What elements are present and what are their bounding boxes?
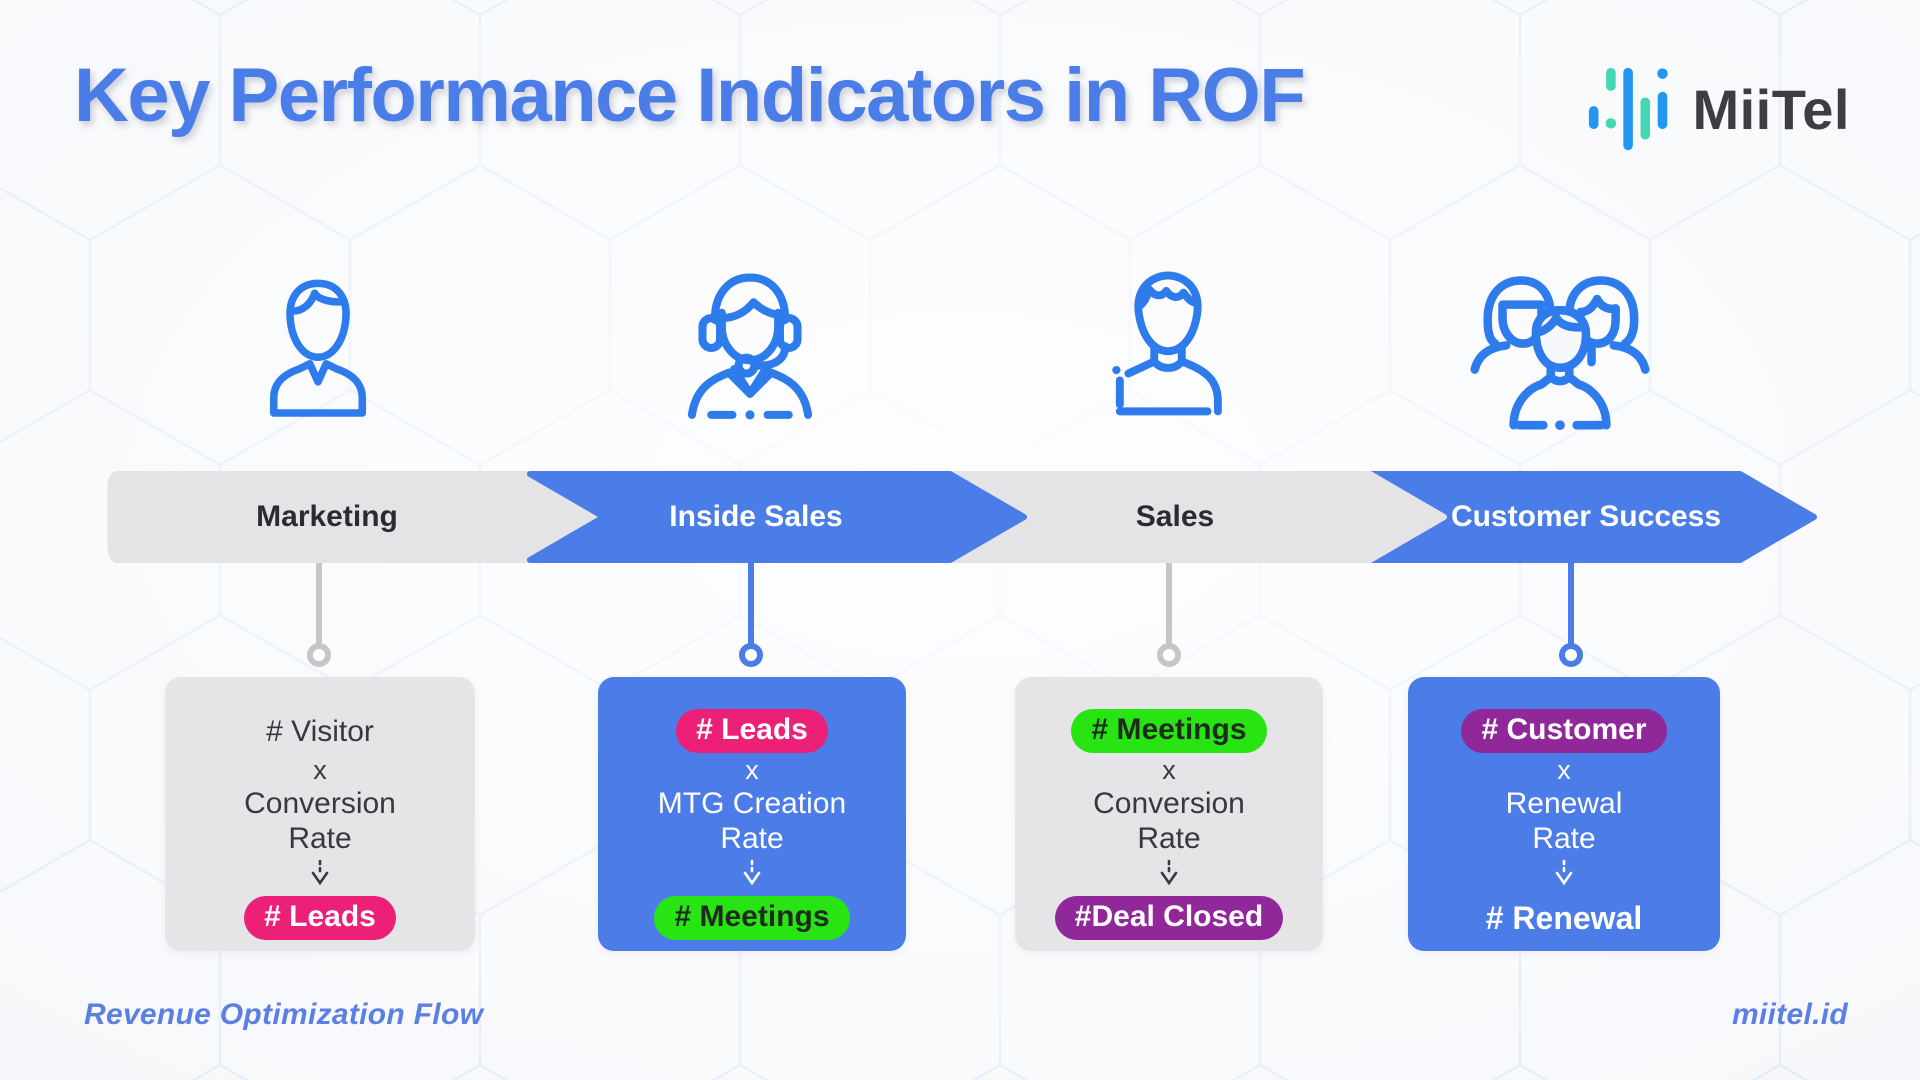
- stage-label-marketing: Marketing: [256, 500, 398, 533]
- inside-sales-arrow-shape: [527, 471, 1027, 563]
- multiply-operator: x: [313, 755, 327, 785]
- stage-label-inside-sales: Inside Sales: [669, 500, 843, 533]
- kpi-result-badge: # Meetings: [654, 896, 850, 940]
- process-arrow-band: [107, 471, 1817, 563]
- kpi-result-value: # Renewal: [1485, 899, 1643, 936]
- kpi-top-badge: # Leads: [676, 709, 828, 753]
- dashed-down-arrow-icon: [309, 858, 331, 888]
- page-title: Key Performance Indicators in ROF: [74, 53, 1306, 138]
- kpi-top-badge: # Meetings: [1071, 709, 1267, 753]
- connector-dot: [307, 643, 331, 667]
- kpi-factor: Renewal: [1505, 787, 1623, 820]
- kpi-factor: Rate: [720, 822, 784, 855]
- kpi-result-badge: #Deal Closed: [1054, 896, 1284, 940]
- connector-line: [1568, 563, 1574, 645]
- kpi-top-badge: # Customer: [1461, 709, 1667, 753]
- footer-caption-right: miitel.id: [1731, 998, 1848, 1031]
- footer-caption-left: Revenue Optimization Flow: [84, 998, 484, 1031]
- kpi-card-customer-success: # Customer x Renewal Rate # Renewal: [1408, 677, 1720, 951]
- kpi-top-value: # Visitor: [266, 714, 374, 748]
- kpi-factor: MTG Creation: [657, 787, 847, 820]
- brand-logo: MiiTel: [1584, 66, 1850, 152]
- person-icon: [236, 266, 400, 432]
- multiply-operator: x: [1162, 755, 1176, 785]
- multiply-operator: x: [745, 755, 759, 785]
- kpi-factor: Conversion: [1093, 787, 1245, 820]
- kpi-factor: Conversion: [244, 787, 396, 820]
- dashed-down-arrow-icon: [1553, 858, 1575, 888]
- connector-dot: [1157, 643, 1181, 667]
- salesperson-icon: [1082, 260, 1254, 432]
- kpi-factor: Rate: [288, 822, 352, 855]
- dashed-down-arrow-icon: [1158, 858, 1180, 888]
- connector-dot: [739, 643, 763, 667]
- kpi-result-badge: # Leads: [244, 896, 396, 940]
- kpi-card-sales: # Meetings x Conversion Rate #Deal Close…: [1015, 677, 1323, 951]
- connector-line: [1166, 563, 1172, 645]
- team-icon: [1458, 256, 1662, 446]
- kpi-factor: Rate: [1532, 822, 1596, 855]
- support-agent-icon: [662, 260, 838, 436]
- connector-line: [316, 563, 322, 645]
- brand-name: MiiTel: [1692, 77, 1850, 141]
- soundwave-bars-icon: [1589, 67, 1669, 151]
- kpi-card-inside-sales: # Leads x MTG Creation Rate # Meetings: [598, 677, 906, 951]
- stage-label-customer-success: Customer Success: [1450, 500, 1722, 533]
- kpi-card-marketing: # Visitor x Conversion Rate # Leads: [165, 677, 475, 951]
- dashed-down-arrow-icon: [741, 858, 763, 888]
- kpi-factor: Rate: [1137, 822, 1201, 855]
- multiply-operator: x: [1557, 755, 1571, 785]
- connector-dot: [1559, 643, 1583, 667]
- connector-line: [748, 563, 754, 645]
- stage-label-sales: Sales: [1135, 500, 1215, 533]
